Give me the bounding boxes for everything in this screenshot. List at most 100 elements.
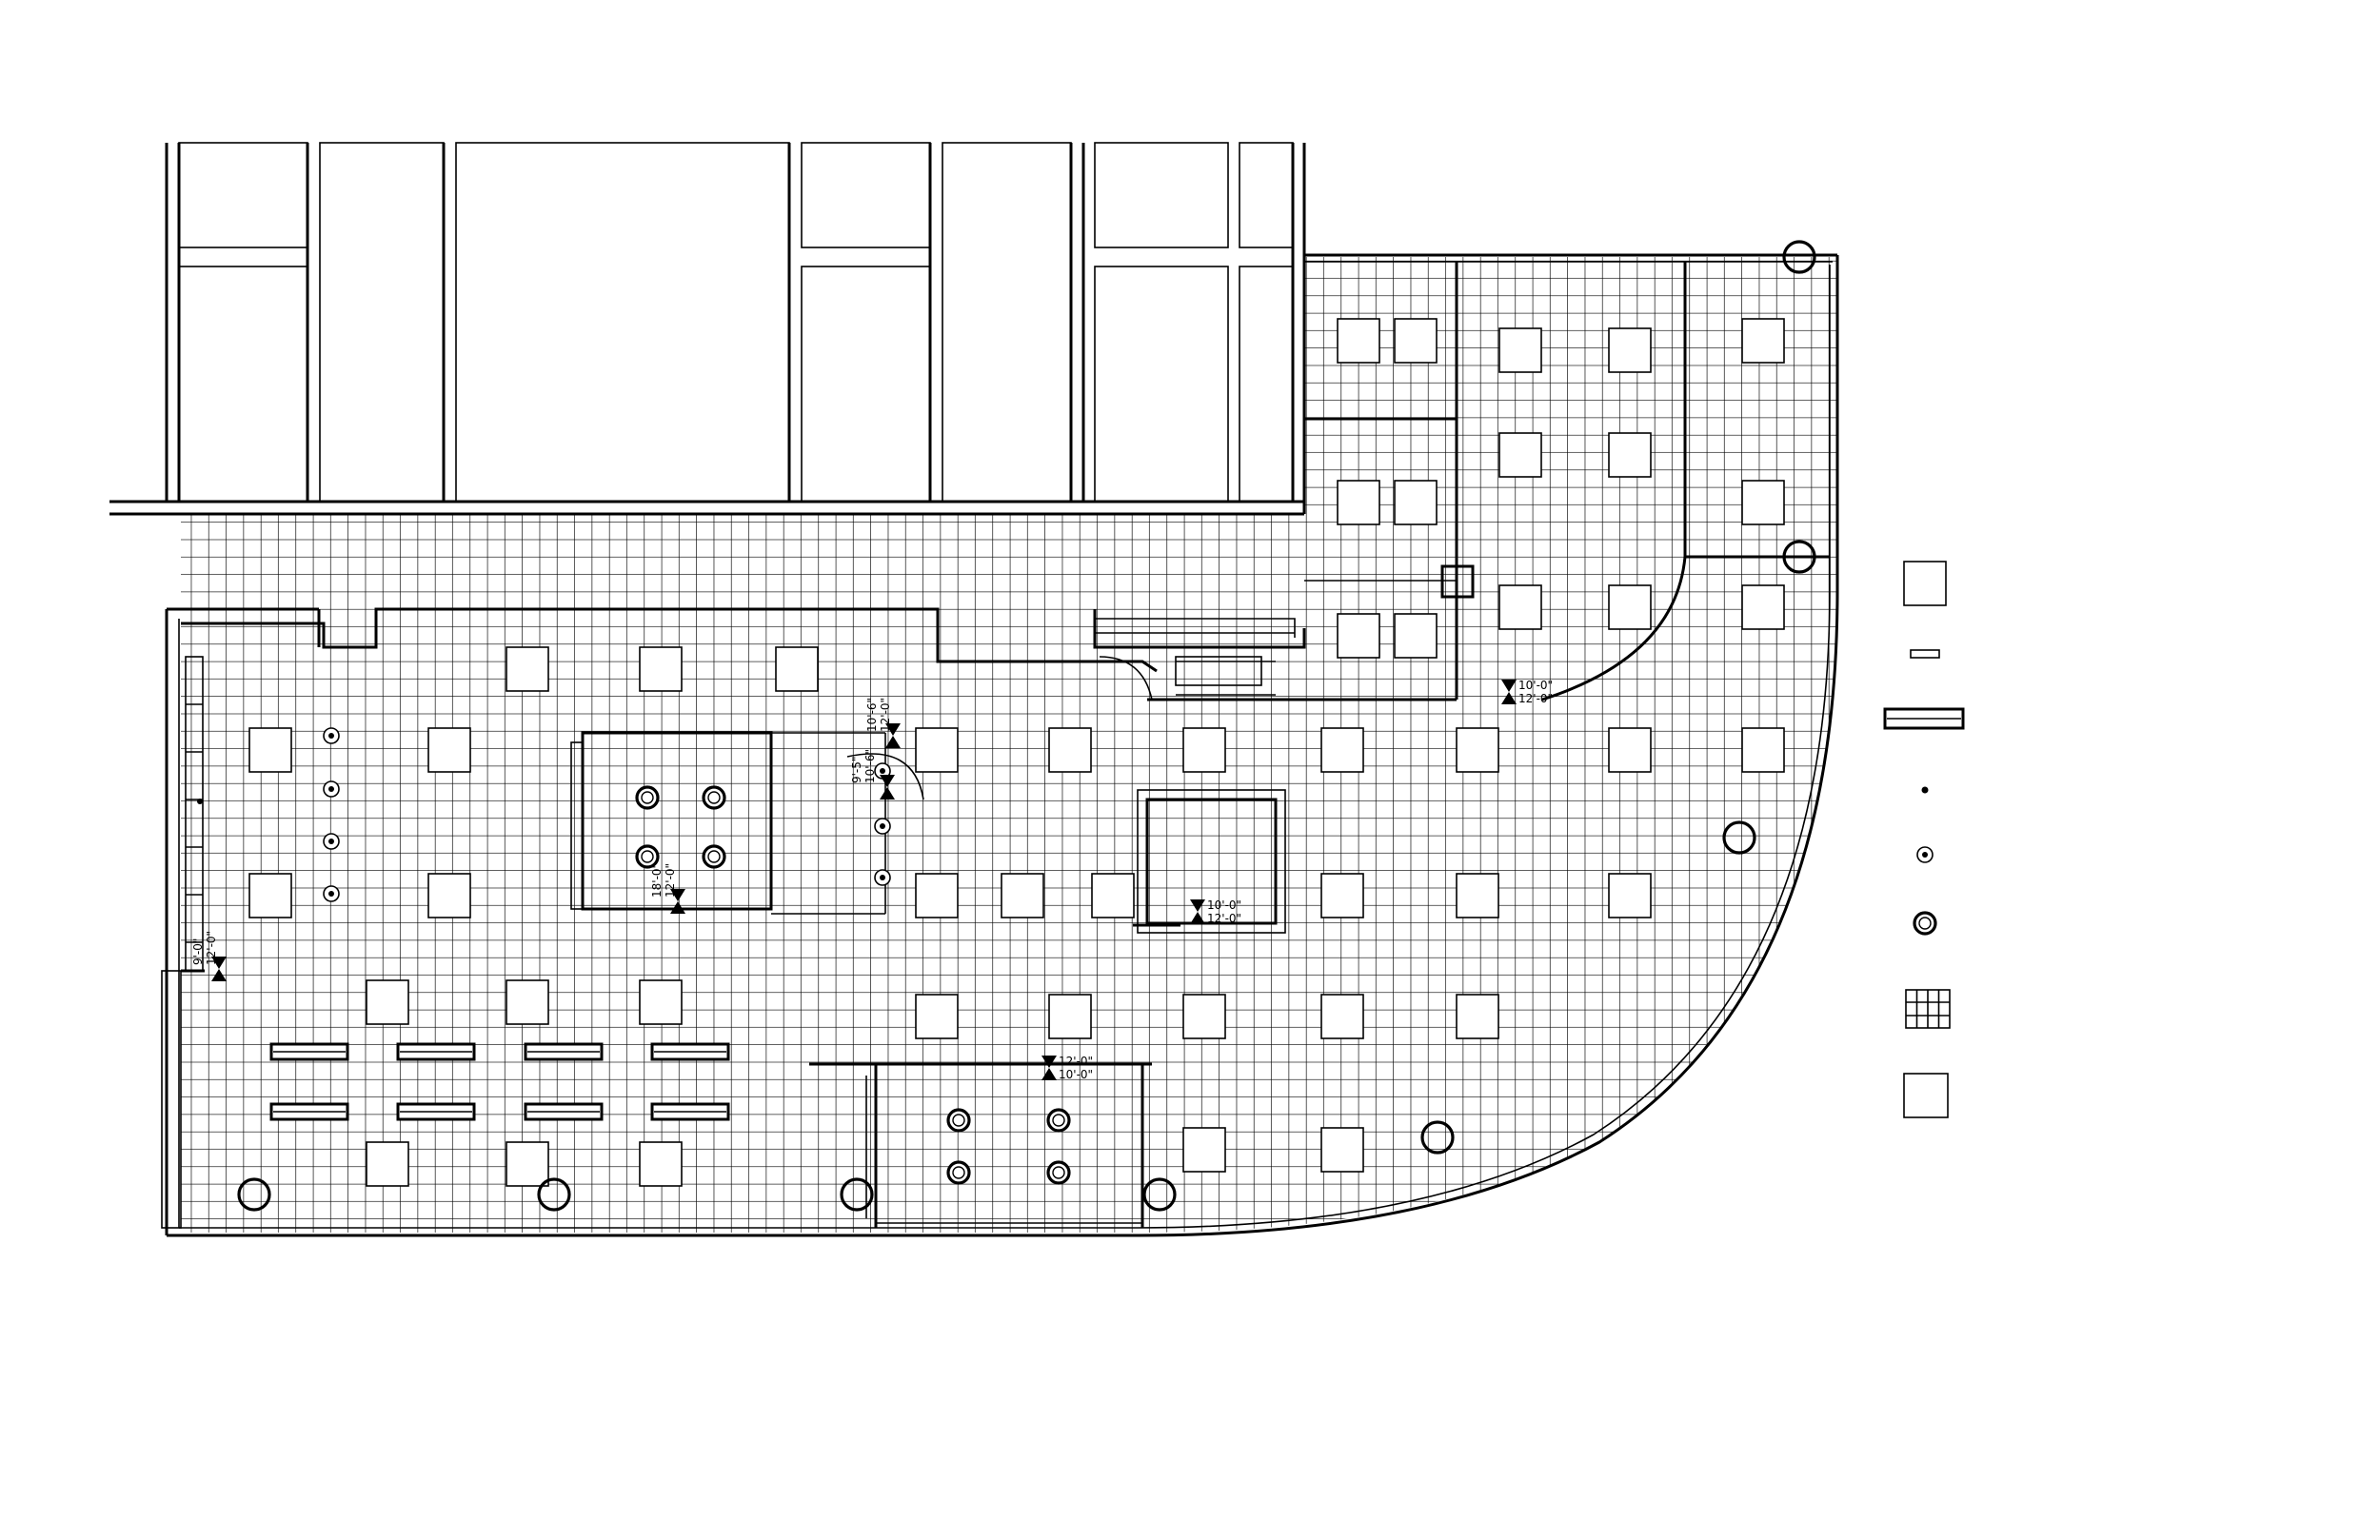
grid-ceiling-icon [1905, 989, 1951, 1029]
light-panel [775, 646, 819, 692]
dimension-marker: 9'-0"12'-0" [191, 931, 227, 981]
can-light [1046, 1160, 1071, 1185]
light-panel [1320, 873, 1364, 918]
exterior-walls [165, 253, 1839, 1237]
dimension-upper: 18'-0" [650, 863, 664, 898]
legend [1883, 561, 1965, 1118]
light-panel [1394, 318, 1438, 364]
light-panel [1456, 727, 1499, 773]
dimension-lower: 10'-0" [1059, 1068, 1093, 1081]
downlight [323, 833, 340, 850]
light-panel [366, 979, 409, 1025]
downlights [197, 727, 891, 902]
can-light [635, 844, 660, 869]
light-panel [1182, 994, 1226, 1039]
bench-fixture [269, 1102, 349, 1121]
bench-fixture [396, 1102, 476, 1121]
dimension-lower: 12'-0" [205, 931, 218, 965]
dimension-marker: 12'-0"10'-0" [1041, 1055, 1093, 1081]
light-panel [1741, 584, 1785, 630]
bench-fixture [524, 1042, 604, 1061]
square-light-panel-icon [1903, 561, 1947, 606]
light-panel [506, 646, 549, 692]
light-panel [1608, 327, 1652, 373]
light-panel [1741, 318, 1785, 364]
downlight [874, 818, 891, 835]
light-panel [427, 873, 471, 918]
light-panel [506, 979, 549, 1025]
bench-fixture [650, 1042, 730, 1061]
light-panel [1048, 994, 1092, 1039]
can-light [702, 785, 726, 810]
gypsum-panel-icon [1903, 1073, 1949, 1118]
can-light [946, 1160, 971, 1185]
bench-fixture [269, 1042, 349, 1061]
light-panel [427, 727, 471, 773]
dimension-lower: 12'-0" [879, 698, 892, 732]
light-panel [1741, 480, 1785, 525]
interior-partitions [161, 262, 1830, 1229]
light-panel [639, 646, 683, 692]
light-panel [1456, 873, 1499, 918]
light-panel [639, 1141, 683, 1187]
downlight [323, 885, 340, 902]
downlight [323, 780, 340, 798]
light-panel [1320, 994, 1364, 1039]
downlight-icon [1916, 846, 1934, 863]
dimension-upper: 10'-0" [1518, 679, 1553, 692]
light-panel [1456, 994, 1499, 1039]
light-panel [1741, 727, 1785, 773]
light-panel [1182, 727, 1226, 773]
light-panel [915, 873, 959, 918]
light-panel [1608, 584, 1652, 630]
dimension-lower: 12'-0" [664, 863, 677, 898]
light-panel [248, 873, 292, 918]
light-panel [915, 727, 959, 773]
dimension-marker: 10'-0"12'-0" [1501, 679, 1553, 705]
can-light [635, 785, 660, 810]
light-panel [1498, 584, 1542, 630]
light-panel [1048, 727, 1092, 773]
light-panel [1337, 318, 1380, 364]
light-panel [1091, 873, 1135, 918]
bench-fixtures [269, 1042, 730, 1121]
downlight [197, 799, 203, 804]
dimension-lower: 10'-6" [863, 749, 877, 783]
light-panel [366, 1141, 409, 1187]
linear-fixture-icon [1910, 649, 1940, 659]
dimension-upper: 9'-0" [191, 938, 205, 965]
dimension-marker: 18'-0"12'-0" [650, 863, 685, 914]
can-lights [635, 785, 1071, 1185]
light-panel [1498, 432, 1542, 478]
dimension-upper: 12'-0" [1059, 1055, 1093, 1068]
dimension-lower: 12'-0" [1207, 912, 1241, 925]
upper-rooms [109, 142, 1306, 516]
can-light-icon [1913, 911, 1937, 936]
structural-columns [237, 240, 1816, 1212]
downlight [874, 869, 891, 886]
light-panel [915, 994, 959, 1039]
can-light [702, 844, 726, 869]
can-light [1046, 1108, 1071, 1133]
dimension-marker: 10'-6"12'-0" [865, 698, 901, 748]
can-light [946, 1108, 971, 1133]
dimension-markers: 9'-0"12'-0"10'-6"12'-0"9'-5"10'-6"18'-0"… [191, 679, 1553, 1081]
dimension-lower: 12'-0" [1518, 692, 1553, 705]
light-panel [1001, 873, 1044, 918]
bench-fixture [524, 1102, 604, 1121]
small-dot-icon [1921, 786, 1929, 794]
light-panel [1498, 327, 1542, 373]
dimension-marker: 10'-0"12'-0" [1190, 898, 1241, 925]
light-panel [1608, 727, 1652, 773]
light-panel [1337, 480, 1380, 525]
light-panel [639, 979, 683, 1025]
light-panel [1608, 432, 1652, 478]
light-panel [1320, 1127, 1364, 1173]
bench-fixture [396, 1042, 476, 1061]
light-panel [1320, 727, 1364, 773]
light-panel [1337, 613, 1380, 659]
dimension-upper: 10'-0" [1207, 898, 1241, 912]
light-panel [1182, 1127, 1226, 1173]
light-panel [248, 727, 292, 773]
